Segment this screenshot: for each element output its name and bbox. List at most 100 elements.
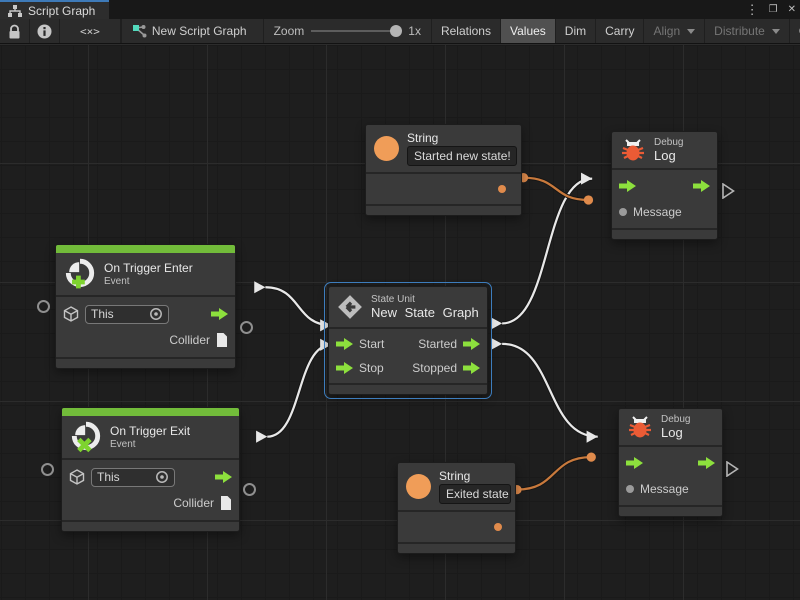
node-title: New State Graph: [371, 305, 479, 320]
collider-doc-icon[interactable]: [220, 495, 232, 511]
flow-input-port[interactable]: [619, 180, 636, 192]
graph-name-button[interactable]: New Script Graph: [122, 19, 264, 43]
graph-tab-icon: [8, 3, 22, 18]
collider-output-port-unconnected[interactable]: [243, 483, 256, 496]
lock-button[interactable]: [0, 19, 30, 43]
flow-output-port[interactable]: [698, 457, 715, 469]
node-footer: [398, 542, 515, 553]
distribute-button[interactable]: Distribute: [705, 19, 790, 43]
string-output-port[interactable]: [494, 523, 502, 531]
state-unit-icon: [337, 294, 363, 320]
object-picker-icon[interactable]: [149, 307, 163, 321]
start-input-port[interactable]: [336, 338, 353, 350]
code-preview-button[interactable]: <×>: [60, 19, 121, 43]
target-object-field[interactable]: This: [85, 304, 169, 324]
collider-output-port-unconnected[interactable]: [240, 321, 253, 334]
wire-stopped-to-log-bottom[interactable]: [490, 337, 598, 443]
target-input-port-unconnected[interactable]: [41, 463, 54, 476]
maximize-icon[interactable]: ❐: [768, 4, 778, 15]
stopped-output-port[interactable]: [463, 362, 480, 374]
node-on-trigger-enter[interactable]: On Trigger Enter Event This Collider: [55, 244, 236, 369]
info-icon: [37, 24, 52, 38]
node-string-bottom[interactable]: String Exited state: [397, 462, 516, 554]
flow-output-unconnected[interactable]: [726, 461, 739, 477]
node-footer: [329, 383, 487, 394]
zoom-slider[interactable]: [311, 25, 403, 37]
chevron-down-icon: [771, 28, 780, 34]
stop-input-port[interactable]: [336, 362, 353, 374]
node-title: Log: [654, 148, 676, 163]
node-footer: [612, 228, 717, 239]
values-button[interactable]: Values: [500, 19, 556, 43]
script-graph-icon: [132, 24, 147, 38]
tab-script-graph[interactable]: Script Graph: [0, 0, 110, 19]
window-menu-icon[interactable]: ⋮: [745, 2, 759, 17]
dim-button[interactable]: Dim: [556, 19, 597, 43]
flow-input-port[interactable]: [626, 457, 643, 469]
node-subtitle: Event: [110, 439, 136, 450]
node-debug-log-top[interactable]: Debug Log Message: [611, 131, 718, 240]
bug-icon: [620, 139, 646, 161]
zoom-slider-handle[interactable]: [390, 25, 403, 37]
object-picker-icon[interactable]: [155, 470, 169, 484]
align-button[interactable]: Align: [644, 19, 706, 43]
message-input-port[interactable]: [619, 208, 627, 216]
collider-doc-icon[interactable]: [216, 332, 228, 348]
wire-string-to-message-bottom[interactable]: [512, 452, 596, 495]
string-output-port[interactable]: [498, 185, 506, 193]
toolbar-divider: [120, 19, 122, 43]
node-title: String: [407, 131, 439, 145]
wire-trigger-exit-to-stop[interactable]: [256, 338, 332, 443]
zoom-value: 1x: [408, 24, 421, 38]
string-value-input[interactable]: Started new state!: [407, 146, 517, 166]
overview-button[interactable]: Overview: [790, 19, 800, 43]
node-subtitle: Debug: [661, 414, 691, 425]
flow-output-port[interactable]: [693, 180, 710, 192]
trigger-enter-icon: [64, 257, 96, 291]
relations-button[interactable]: Relations: [432, 19, 501, 43]
gameobject-cube-icon: [63, 306, 79, 322]
message-input-port[interactable]: [626, 485, 634, 493]
node-footer: [619, 505, 722, 516]
gameobject-cube-icon: [69, 469, 85, 485]
tab-title: Script Graph: [28, 3, 96, 18]
node-state-unit[interactable]: State Unit New State Graph Start Started…: [324, 282, 492, 399]
window-controls: ⋮ ❐ ✕: [746, 0, 796, 19]
node-debug-log-bottom[interactable]: Debug Log Message: [618, 408, 723, 517]
graph-canvas[interactable]: String Started new state! Debug Log: [0, 44, 800, 600]
string-literal-icon: [406, 474, 431, 499]
carry-button[interactable]: Carry: [596, 19, 645, 43]
node-string-top[interactable]: String Started new state!: [365, 124, 522, 216]
wire-string-to-message-top[interactable]: [518, 173, 594, 205]
flow-output-port[interactable]: [215, 471, 232, 483]
node-footer: [366, 204, 521, 215]
target-object-field[interactable]: This: [91, 467, 175, 487]
graph-name-label: New Script Graph: [151, 24, 247, 38]
node-footer: [56, 357, 235, 368]
wire-trigger-enter-to-start[interactable]: [254, 281, 332, 332]
string-value-input[interactable]: Exited state: [439, 484, 511, 504]
node-title: On Trigger Exit: [110, 424, 191, 438]
event-accent-bar: [56, 245, 235, 253]
started-output-port[interactable]: [463, 338, 480, 350]
flow-output-unconnected[interactable]: [722, 183, 735, 199]
close-icon[interactable]: ✕: [787, 4, 796, 15]
node-title: Log: [661, 425, 683, 440]
target-input-port-unconnected[interactable]: [37, 300, 50, 313]
node-subtitle: State Unit: [371, 294, 415, 305]
info-button[interactable]: [30, 19, 60, 43]
lock-icon: [8, 24, 21, 39]
node-title: On Trigger Enter: [104, 261, 193, 275]
node-subtitle: Event: [104, 276, 130, 287]
node-on-trigger-exit[interactable]: On Trigger Exit Event This Collider: [61, 407, 240, 532]
port-label: Collider: [173, 496, 214, 510]
port-label: Collider: [169, 333, 210, 347]
port-label: Message: [633, 205, 682, 219]
chevron-down-icon: [687, 28, 696, 34]
zoom-control: Zoom 1x: [264, 19, 432, 43]
node-title: String: [439, 469, 471, 483]
flow-output-port[interactable]: [211, 308, 228, 320]
string-literal-icon: [374, 136, 399, 161]
tab-bar: Script Graph ⋮ ❐ ✕: [0, 0, 800, 19]
